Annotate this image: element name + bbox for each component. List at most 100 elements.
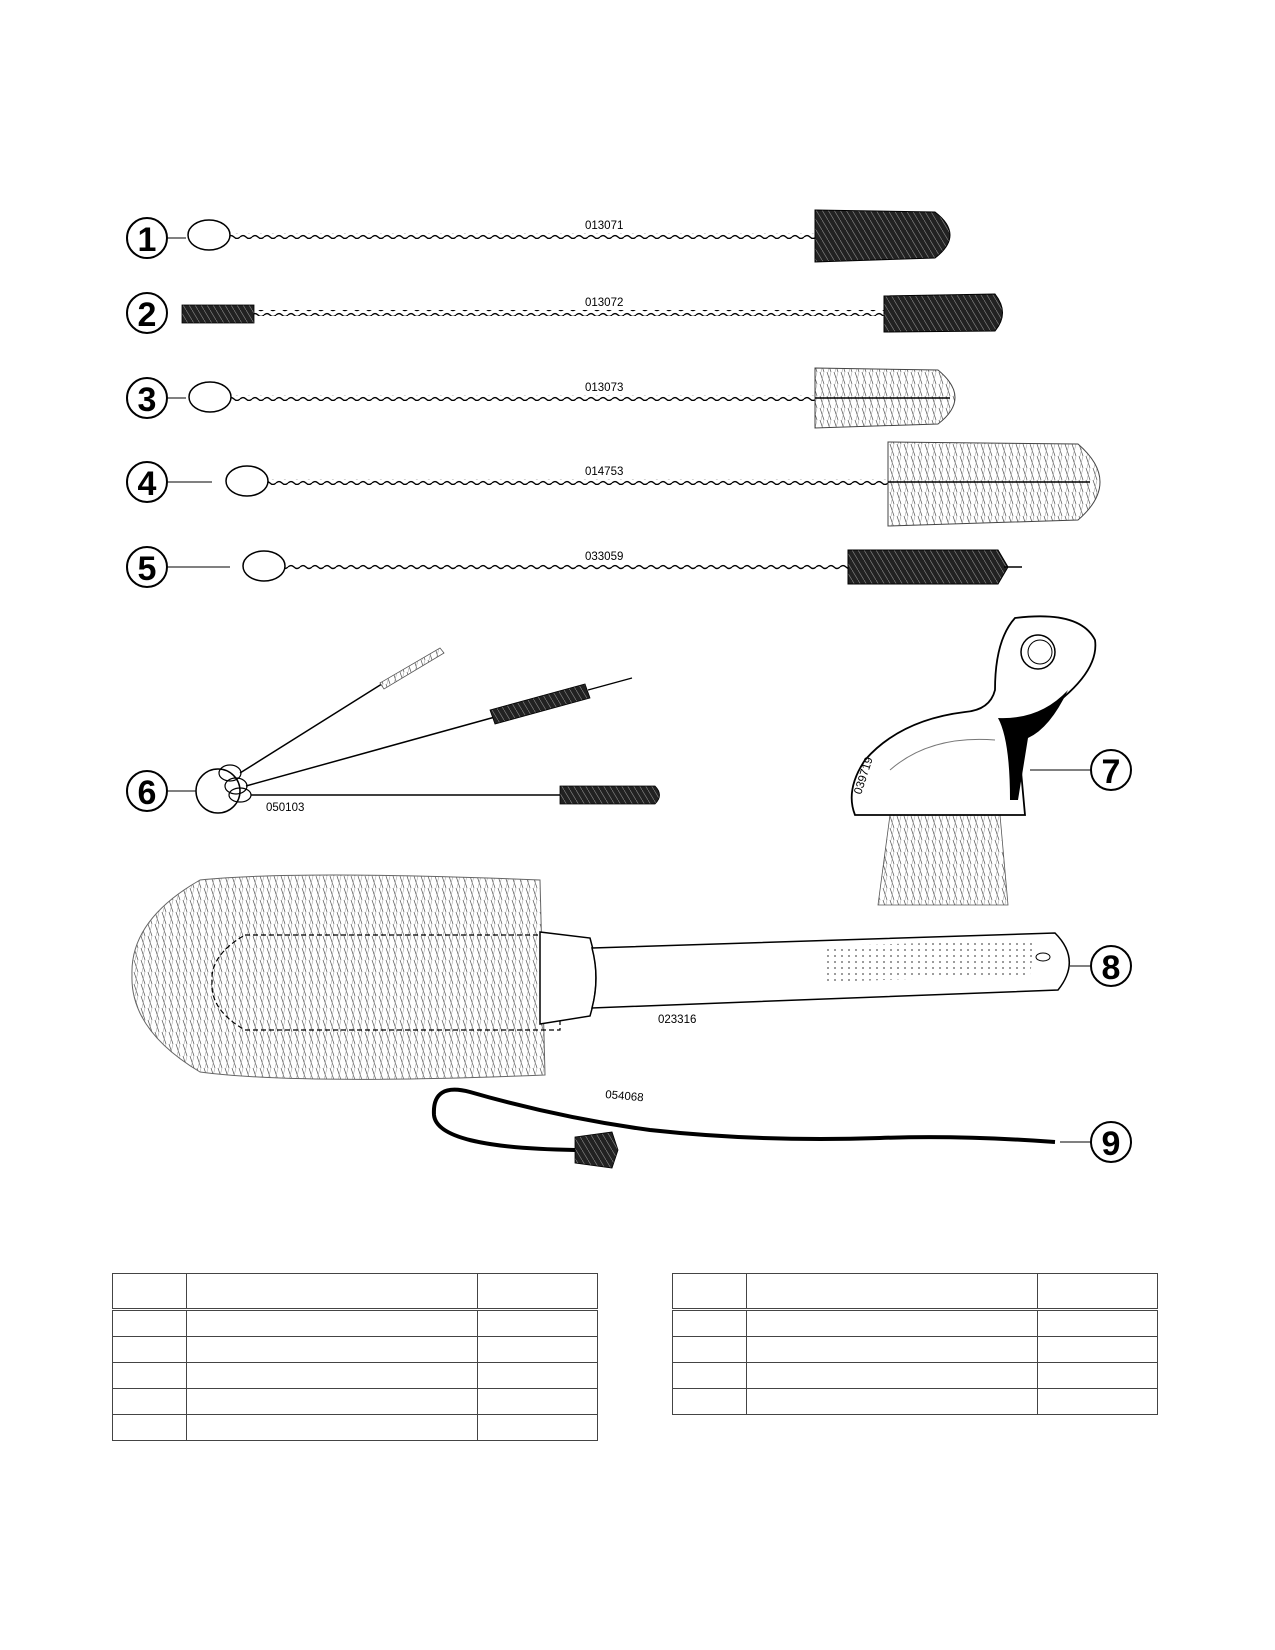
table-cell <box>1036 1273 1159 1311</box>
callout-3-label: 3 <box>138 381 157 419</box>
table-row <box>111 1388 599 1415</box>
brush-1-loop <box>187 219 231 251</box>
callout-6-circle <box>126 770 168 812</box>
table-cell <box>186 1273 478 1311</box>
item-3-group: 3 013073 <box>126 367 956 429</box>
table-row <box>671 1336 1159 1363</box>
brush-6b-bristles <box>489 683 591 725</box>
table-row <box>111 1362 599 1389</box>
item-2-group: 2 013072 <box>126 292 1003 334</box>
callout-9-label: 9 <box>1102 1125 1121 1163</box>
table-cell <box>111 1388 188 1415</box>
table-cell <box>111 1362 188 1389</box>
table-cell <box>671 1388 748 1415</box>
table-row <box>111 1414 599 1441</box>
table-cell <box>186 1388 478 1415</box>
callout-9-circle <box>1090 1121 1132 1163</box>
brush-1-wire <box>230 233 818 239</box>
item-7-group: 039719 7 <box>850 615 1132 906</box>
brush-6a-wire <box>239 681 386 774</box>
callout-3-circle <box>126 377 168 419</box>
table-cell <box>746 1388 1038 1415</box>
table-cell <box>1036 1336 1159 1363</box>
table-cell <box>186 1362 478 1389</box>
table-cell <box>671 1362 748 1389</box>
brush-4-bristles <box>887 441 1101 527</box>
table-cell <box>671 1336 748 1363</box>
brush-8-hang-hole <box>1035 952 1051 962</box>
brush-7-hole-inner <box>1027 639 1053 665</box>
brush-5-loop <box>242 550 286 582</box>
part-number-2: 013072 <box>585 297 623 309</box>
brush-8-grip <box>825 940 1035 982</box>
table-header-row <box>111 1273 599 1311</box>
table-cell <box>111 1336 188 1363</box>
callout-7-circle <box>1090 749 1132 791</box>
brush-6b-tip <box>587 677 633 691</box>
brush-2-small-bristles <box>181 304 255 324</box>
item-6-group: 6 050103 <box>126 647 660 814</box>
brush-6b-wire <box>245 716 496 787</box>
brush-9-cable <box>433 1089 1055 1150</box>
callout-2-circle <box>126 292 168 334</box>
brush-6a-bristles <box>379 647 445 690</box>
brush-7-highlight <box>889 738 996 771</box>
item-4-group: 4 014753 <box>126 441 1101 527</box>
brush-7-handle <box>850 615 1097 816</box>
brush-2-wire <box>254 310 886 316</box>
brush-3-wire <box>231 395 819 401</box>
item-1-group: 1 013071 <box>126 209 951 263</box>
part-number-1: 013071 <box>585 220 623 232</box>
brush-1-bristles <box>814 209 951 263</box>
callout-8-circle <box>1090 945 1132 987</box>
brush-8-ferrule <box>539 931 597 1025</box>
brush-7-bristles <box>877 814 1009 906</box>
callout-8-label: 8 <box>1102 949 1121 987</box>
table-cell <box>671 1309 748 1337</box>
callout-1-label: 1 <box>138 221 157 259</box>
table-cell <box>746 1309 1038 1337</box>
brush-8-bristles <box>131 874 546 1080</box>
brush-7-shadow <box>998 690 1068 800</box>
table-header-row <box>671 1273 1159 1311</box>
table-row <box>671 1309 1159 1337</box>
table-cell <box>746 1273 1038 1311</box>
parts-table-left <box>111 1273 599 1441</box>
brush-4-loop <box>225 465 269 497</box>
table-cell <box>111 1273 188 1311</box>
table-cell <box>186 1414 478 1441</box>
brush-9-bristles <box>574 1131 619 1169</box>
brush-6c-bristles <box>559 785 660 805</box>
item-8-group: 023316 8 <box>131 874 1132 1080</box>
parts-diagram: 1 013071 2 013072 3 013073 4 014753 <box>126 209 1132 1169</box>
table-cell <box>746 1362 1038 1389</box>
brush-9-cable-line <box>431 1087 1056 1152</box>
table-cell <box>746 1336 1038 1363</box>
part-number-3: 013073 <box>585 382 623 394</box>
parts-table-right <box>671 1273 1159 1415</box>
callout-6-label: 6 <box>138 774 157 812</box>
callout-1-circle <box>126 217 168 259</box>
table-row <box>671 1388 1159 1415</box>
callout-7-label: 7 <box>1102 753 1121 791</box>
table-cell <box>476 1309 599 1337</box>
table-row <box>671 1362 1159 1389</box>
callout-4-circle <box>126 461 168 503</box>
part-number-8: 023316 <box>658 1014 696 1026</box>
callout-2-label: 2 <box>138 296 157 334</box>
item-9-group: 054068 9 <box>431 1087 1132 1169</box>
brush-4-wire <box>268 479 893 485</box>
table-cell <box>476 1336 599 1363</box>
callout-5-circle <box>126 546 168 588</box>
part-number-9: 054068 <box>605 1089 644 1104</box>
brush-6-ring <box>195 768 241 814</box>
table-row <box>111 1336 599 1363</box>
table-cell <box>476 1273 599 1311</box>
callout-5-label: 5 <box>138 550 157 588</box>
table-cell <box>186 1309 478 1337</box>
table-cell <box>1036 1388 1159 1415</box>
table-row <box>111 1309 599 1337</box>
brush-2-bristles <box>883 293 1003 333</box>
item-5-group: 5 033059 <box>126 546 1022 588</box>
table-cell <box>476 1414 599 1441</box>
